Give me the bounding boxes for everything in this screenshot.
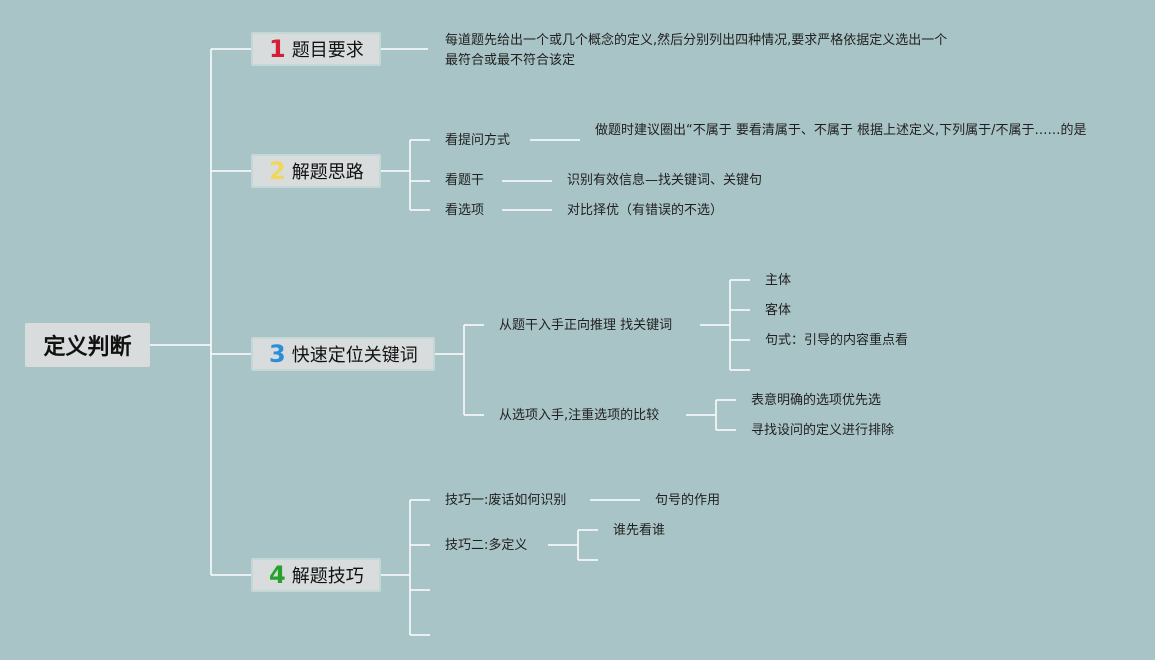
node-clear-option: 表意明确的选项优先选: [751, 393, 882, 408]
number-badge: 2: [269, 157, 286, 185]
node-stem[interactable]: 看题干: [445, 173, 485, 188]
node-from-options[interactable]: 从选项入手,注重选项的比较: [499, 408, 660, 423]
node-stem-detail: 识别有效信息—找关键词、关键句: [567, 173, 763, 188]
node-exclude-definition: 寻找设问的定义进行排除: [751, 423, 895, 438]
section-requirements[interactable]: 1 题目要求: [251, 32, 381, 66]
node-tip-two-child: 谁先看谁: [613, 523, 666, 538]
node-object: 客体: [765, 303, 792, 318]
node-tip-one-child: 句号的作用: [655, 493, 721, 508]
section-label: 题目要求: [291, 40, 364, 61]
node-sentence-pattern: 句式：引导的内容重点看: [765, 333, 909, 348]
node-subject: 主体: [765, 273, 792, 288]
requirements-text: 每道题先给出一个或几个概念的定义,然后分别列出四种情况,要求严格依据定义选出一个…: [445, 33, 948, 68]
section-label: 解题技巧: [291, 566, 364, 587]
section-label: 解题思路: [291, 162, 364, 183]
node-from-stem[interactable]: 从题干入手正向推理 找关键词: [499, 318, 673, 333]
number-badge: 4: [269, 561, 286, 589]
node-question-style[interactable]: 看提问方式: [445, 133, 511, 148]
section-tips[interactable]: 4 解题技巧: [251, 558, 381, 592]
number-badge: 3: [269, 340, 286, 368]
section-approach[interactable]: 2 解题思路: [251, 154, 381, 188]
node-tip-one[interactable]: 技巧一:废话如何识别: [445, 493, 567, 508]
node-question-style-detail: 做题时建议圈出“不属于 要看清属于、不属于 根据上述定义,下列属于/不属于……的…: [595, 123, 1087, 138]
section-label: 快速定位关键词: [291, 345, 418, 366]
node-options-detail: 对比择优（有错误的不选）: [567, 203, 724, 218]
root-node[interactable]: 定义判断: [25, 323, 150, 367]
section-keywords[interactable]: 3 快速定位关键词: [251, 337, 435, 371]
number-badge: 1: [269, 35, 286, 63]
node-tip-two[interactable]: 技巧二:多定义: [445, 538, 528, 553]
node-options[interactable]: 看选项: [445, 203, 485, 218]
